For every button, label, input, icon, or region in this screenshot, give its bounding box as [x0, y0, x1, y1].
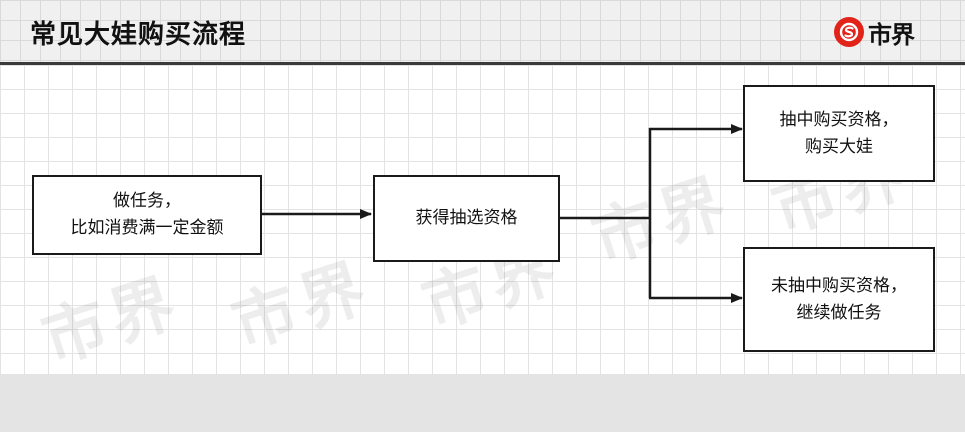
node-task-line-1: 做任务，: [113, 191, 181, 211]
node-qualify: 获得抽选资格: [373, 175, 560, 262]
node-qualify-line-1: 获得抽选资格: [415, 208, 518, 228]
node-win-line-1: 抽中购买资格，: [779, 109, 899, 130]
node-win: 抽中购买资格， 购买大娃: [743, 85, 935, 182]
header-divider: [0, 62, 965, 65]
header-bar: [0, 0, 965, 62]
brand-logo: 市界: [834, 15, 915, 49]
logo-text: 市界: [868, 20, 915, 49]
page-title: 常见大娃购买流程: [30, 20, 247, 50]
node-lose: 未抽中购买资格， 继续做任务: [743, 247, 935, 352]
node-lose-line-2: 继续做任务: [796, 302, 882, 323]
node-task: 做任务， 比如消费满一定金额: [32, 175, 262, 255]
node-lose-line-1: 未抽中购买资格，: [771, 275, 907, 296]
node-win-line-2: 购买大娃: [805, 136, 873, 157]
footer-band: [0, 374, 965, 432]
dollar-s-icon: [834, 17, 864, 47]
node-task-line-2: 比如消费满一定金额: [70, 218, 224, 238]
